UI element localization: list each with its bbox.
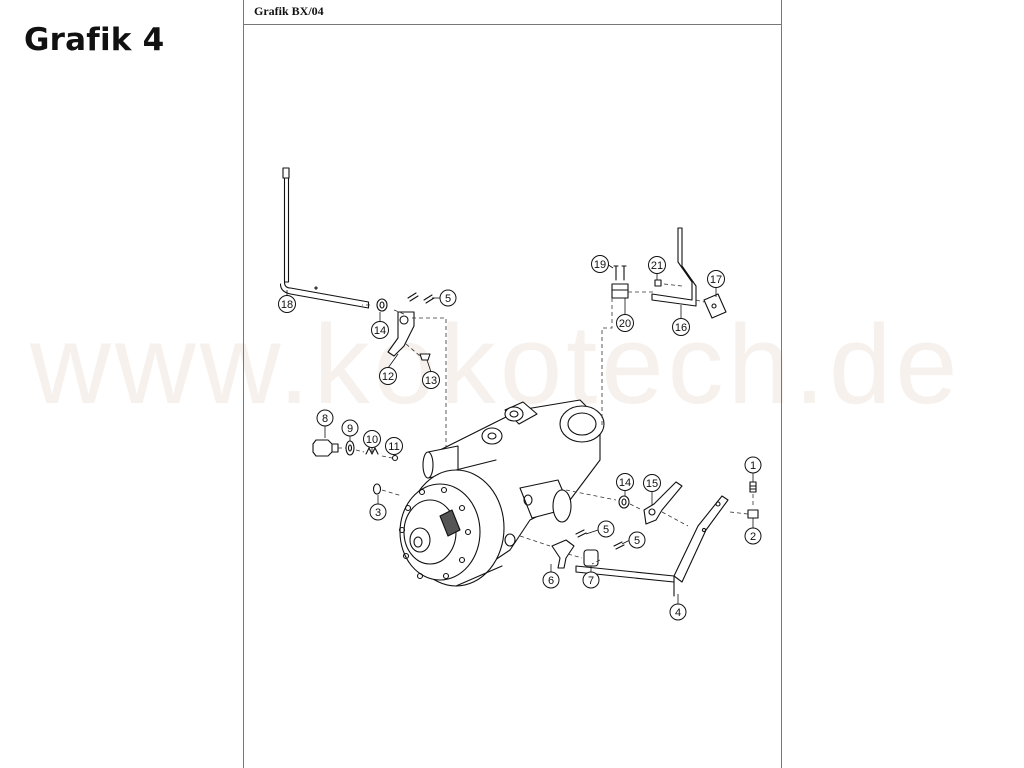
callout-13: 13 xyxy=(422,371,440,389)
callout-9: 9 xyxy=(341,419,359,437)
part-washer-14-upper xyxy=(376,298,388,312)
part-clip-13 xyxy=(419,353,431,361)
callout-5-lower: 5 xyxy=(628,531,646,549)
svg-text:5: 5 xyxy=(634,535,640,547)
part-washer-9 xyxy=(345,440,355,456)
callout-15: 15 xyxy=(643,474,661,492)
svg-text:17: 17 xyxy=(710,274,722,286)
part-plug-8 xyxy=(312,439,339,457)
sheet-title: Grafik BX/04 xyxy=(254,4,324,18)
part-spring-10 xyxy=(365,447,379,455)
part-ball-11 xyxy=(391,454,399,462)
callout-5-upper: 5 xyxy=(439,289,457,307)
part-bushing-7 xyxy=(583,549,599,567)
part-bracket-17 xyxy=(703,293,727,319)
callouts: 1 2 3 4 5 5 5 6 7 8 9 10 11 12 13 14 14 … xyxy=(278,255,762,621)
part-lever-12 xyxy=(387,311,415,357)
part-shift-rod-16 xyxy=(651,227,697,307)
svg-text:3: 3 xyxy=(375,507,381,519)
svg-text:12: 12 xyxy=(382,371,394,383)
page-heading: Grafik 4 xyxy=(24,22,165,58)
callout-14-lower: 14 xyxy=(616,473,634,491)
part-clamp-20 xyxy=(611,283,629,299)
svg-text:20: 20 xyxy=(619,318,631,330)
part-screw-1 xyxy=(749,481,757,493)
callout-17: 17 xyxy=(707,270,725,288)
svg-text:16: 16 xyxy=(675,322,687,334)
svg-text:14: 14 xyxy=(374,325,386,337)
svg-text:14: 14 xyxy=(619,477,631,489)
part-bolts-19 xyxy=(613,265,627,281)
callout-6: 6 xyxy=(542,571,560,589)
svg-text:2: 2 xyxy=(750,531,756,543)
svg-text:18: 18 xyxy=(281,299,293,311)
callout-16: 16 xyxy=(672,318,690,336)
callout-12: 12 xyxy=(379,367,397,385)
part-washer-14-lower xyxy=(618,495,630,509)
watermark: www.kokotech.de xyxy=(30,302,962,427)
part-fork-6 xyxy=(551,539,575,569)
callout-14-upper: 14 xyxy=(371,321,389,339)
svg-text:5: 5 xyxy=(603,524,609,536)
svg-text:6: 6 xyxy=(548,575,554,587)
callout-1: 1 xyxy=(744,456,762,474)
svg-text:5: 5 xyxy=(445,293,451,305)
drawing-sheet: Grafik BX/04 xyxy=(243,0,782,768)
part-pins-lower xyxy=(575,529,625,550)
callout-8: 8 xyxy=(316,409,334,427)
svg-text:15: 15 xyxy=(646,478,658,490)
part-shift-rod-18 xyxy=(279,167,370,309)
callout-5-middle: 5 xyxy=(597,520,615,538)
callout-18: 18 xyxy=(278,295,296,313)
sheet-header: Grafik BX/04 xyxy=(244,0,781,25)
callout-20: 20 xyxy=(616,314,634,332)
svg-text:1: 1 xyxy=(750,460,756,472)
callout-3: 3 xyxy=(369,503,387,521)
callout-11: 11 xyxy=(385,437,403,455)
callout-4: 4 xyxy=(669,603,687,621)
part-nut-21 xyxy=(654,279,662,287)
svg-text:9: 9 xyxy=(347,423,353,435)
callout-10: 10 xyxy=(363,430,381,448)
callout-19: 19 xyxy=(591,255,609,273)
part-shift-rod-4 xyxy=(575,495,729,597)
svg-text:21: 21 xyxy=(651,260,663,272)
part-nut-2 xyxy=(747,509,759,519)
assembly-lines xyxy=(338,283,754,565)
callout-21: 21 xyxy=(648,256,666,274)
svg-text:19: 19 xyxy=(594,259,606,271)
part-oring-3 xyxy=(372,483,382,495)
part-lever-15 xyxy=(643,481,683,525)
svg-text:7: 7 xyxy=(588,575,594,587)
svg-text:4: 4 xyxy=(675,607,681,619)
callout-7: 7 xyxy=(582,571,600,589)
svg-text:11: 11 xyxy=(388,441,399,453)
part-gearbox-housing xyxy=(398,399,605,587)
svg-text:13: 13 xyxy=(425,375,437,387)
callout-2: 2 xyxy=(744,527,762,545)
part-pins-upper xyxy=(407,292,435,304)
svg-text:10: 10 xyxy=(366,434,378,446)
svg-text:8: 8 xyxy=(322,413,328,425)
